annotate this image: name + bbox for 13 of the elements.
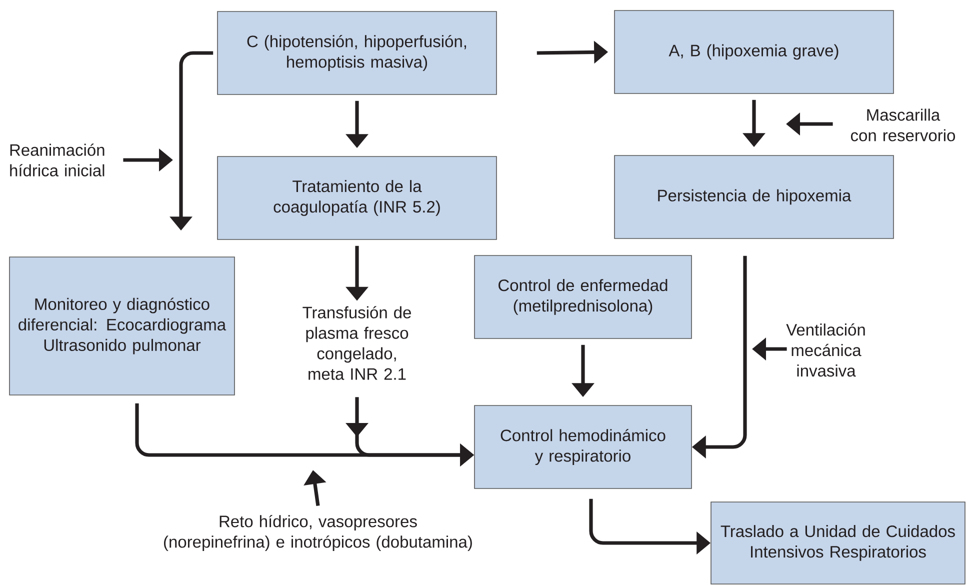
process-box: Monitoreo y diagnóstico diferencial: Ecocardiograma Ultrasonido pulmonar — [9, 256, 235, 396]
note-text: Reto hídrico, vasopresores (norepinefrina) e inotrópicos (dobutamina) — [164, 514, 472, 552]
note-text: Reanimación hídrica inicial — [10, 144, 104, 176]
process-box: Persistencia de hipoxemia — [614, 155, 894, 239]
process-box: Tratamiento de la coagulopatía (INR 5.2) — [217, 156, 497, 240]
process-box: Control hemodinámico y respiratorio — [474, 405, 692, 489]
note-text: Mascarilla con reservorio — [850, 108, 956, 142]
process-box: A, B (hipoxemia grave) — [614, 10, 894, 94]
note-text: Transfusión de plasma fresco congelado, meta INR 2.1 — [302, 306, 411, 380]
process-box: C (hipotensión, hipoperfusión, hemoptisis masiva) — [217, 11, 497, 95]
process-box: Traslado a Unidad de Cuidados Intensivos Respiratorios — [710, 502, 966, 584]
process-box: Control de enfermedad (metilprednisolona) — [474, 255, 692, 339]
note-text: Ventilación mecánica invasiva — [786, 323, 865, 377]
